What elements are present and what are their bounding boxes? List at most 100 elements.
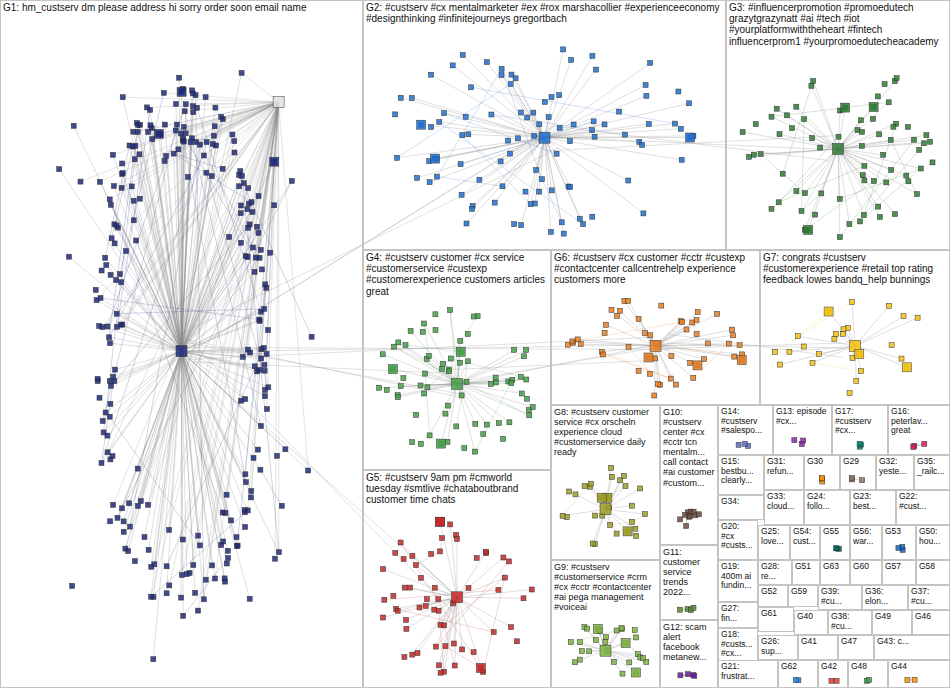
tie-line xyxy=(448,343,665,387)
vertex-icon xyxy=(590,53,595,58)
group-panel: G8: #custserv customer service #cx orsch… xyxy=(551,405,660,560)
vertex-icon xyxy=(537,189,542,194)
tie-line xyxy=(113,102,279,505)
group-panel: G23: best... xyxy=(850,490,896,525)
tie-line xyxy=(855,346,902,359)
tie-line xyxy=(457,350,526,384)
tie-line xyxy=(186,102,279,133)
vertex-icon xyxy=(679,157,684,162)
tie-line xyxy=(864,150,919,215)
tie-line xyxy=(780,346,855,365)
group-label: G50: hou... xyxy=(917,526,949,547)
vertex-icon xyxy=(226,556,231,561)
vertex-icon xyxy=(249,489,254,494)
vertex-icon xyxy=(519,110,524,115)
vertex-icon xyxy=(922,141,927,146)
vertex-icon xyxy=(794,104,799,109)
vertex-icon xyxy=(537,122,542,127)
group-label: G1: hm_custserv dm please address hi sor… xyxy=(1,1,308,14)
vertex-icon xyxy=(249,495,254,500)
group-label: G53 xyxy=(883,526,903,538)
vertex-icon xyxy=(306,468,311,473)
tie-line xyxy=(182,351,258,371)
vertex-icon xyxy=(186,174,191,179)
vertex-icon xyxy=(262,394,267,399)
tie-line xyxy=(118,181,292,518)
vertex-icon xyxy=(496,421,501,426)
tie-line xyxy=(483,578,505,672)
vertex-icon xyxy=(114,311,119,316)
vertex-icon xyxy=(401,557,406,562)
vertex-icon xyxy=(455,537,460,542)
vertex-icon xyxy=(571,122,576,127)
vertex-icon xyxy=(410,652,415,657)
vertex-icon xyxy=(220,510,225,515)
vertex-icon xyxy=(922,441,927,446)
group-panel: G24: follo... xyxy=(804,490,850,525)
vertex-icon xyxy=(737,343,742,348)
vertex-icon xyxy=(179,595,184,600)
tie-line xyxy=(101,298,260,320)
group-label: G41 xyxy=(799,636,819,648)
vertex-icon xyxy=(255,447,260,452)
vertex-icon xyxy=(418,383,423,388)
edge-layer xyxy=(59,49,930,680)
vertex-icon xyxy=(450,63,455,68)
group-panel: G60 xyxy=(850,560,882,585)
group-label: G47 xyxy=(839,636,859,648)
vertex-icon xyxy=(508,151,513,156)
vertex-icon xyxy=(801,344,806,349)
group-label: G30 xyxy=(805,456,825,468)
tie-line xyxy=(128,351,181,551)
vertex-icon xyxy=(532,133,537,138)
tie-line xyxy=(151,351,181,567)
group-panel: G25: love... xyxy=(758,525,790,560)
vertex-icon xyxy=(395,155,400,160)
group-panel: G50: hou... xyxy=(916,525,950,560)
tie-line xyxy=(182,351,196,593)
tie-line xyxy=(182,175,240,351)
vertex-icon xyxy=(127,501,132,506)
tie-line xyxy=(411,331,457,384)
vertex-icon xyxy=(834,546,839,551)
vertex-icon xyxy=(107,335,112,340)
vertex-icon xyxy=(203,95,208,100)
tie-line xyxy=(457,597,483,672)
vertex-icon xyxy=(120,506,125,511)
vertex-icon xyxy=(794,189,799,194)
tie-line xyxy=(122,102,279,508)
vertex-icon xyxy=(912,677,917,682)
vertex-icon xyxy=(239,240,244,245)
vertex-icon xyxy=(120,172,125,177)
vertex-icon xyxy=(225,548,230,553)
vertex-icon xyxy=(404,617,409,622)
tie-line xyxy=(401,543,481,669)
vertex-icon xyxy=(636,368,641,373)
vertex-icon xyxy=(577,216,582,221)
vertex-icon xyxy=(456,347,465,356)
tie-line xyxy=(521,138,544,226)
vertex-icon xyxy=(918,166,923,171)
vertex-icon xyxy=(162,159,167,164)
tie-line xyxy=(457,558,503,598)
vertex-icon xyxy=(621,639,630,648)
vertex-icon xyxy=(108,457,113,462)
vertex-icon xyxy=(578,342,583,347)
vertex-icon xyxy=(112,241,117,246)
vertex-icon xyxy=(476,664,485,673)
vertex-icon xyxy=(108,202,113,207)
tie-line xyxy=(813,346,856,363)
group-label: G21: frustrat... xyxy=(719,661,777,682)
vertex-icon xyxy=(506,138,511,143)
vertex-icon xyxy=(787,349,792,354)
tie-line xyxy=(457,356,524,384)
vertex-icon xyxy=(392,344,397,349)
vertex-icon xyxy=(593,624,602,633)
vertex-icon xyxy=(854,378,859,383)
tie-line xyxy=(397,138,545,158)
vertex-icon xyxy=(415,175,420,180)
tie-line xyxy=(656,346,661,385)
vertex-icon xyxy=(802,191,807,196)
vertex-icon xyxy=(829,678,834,683)
